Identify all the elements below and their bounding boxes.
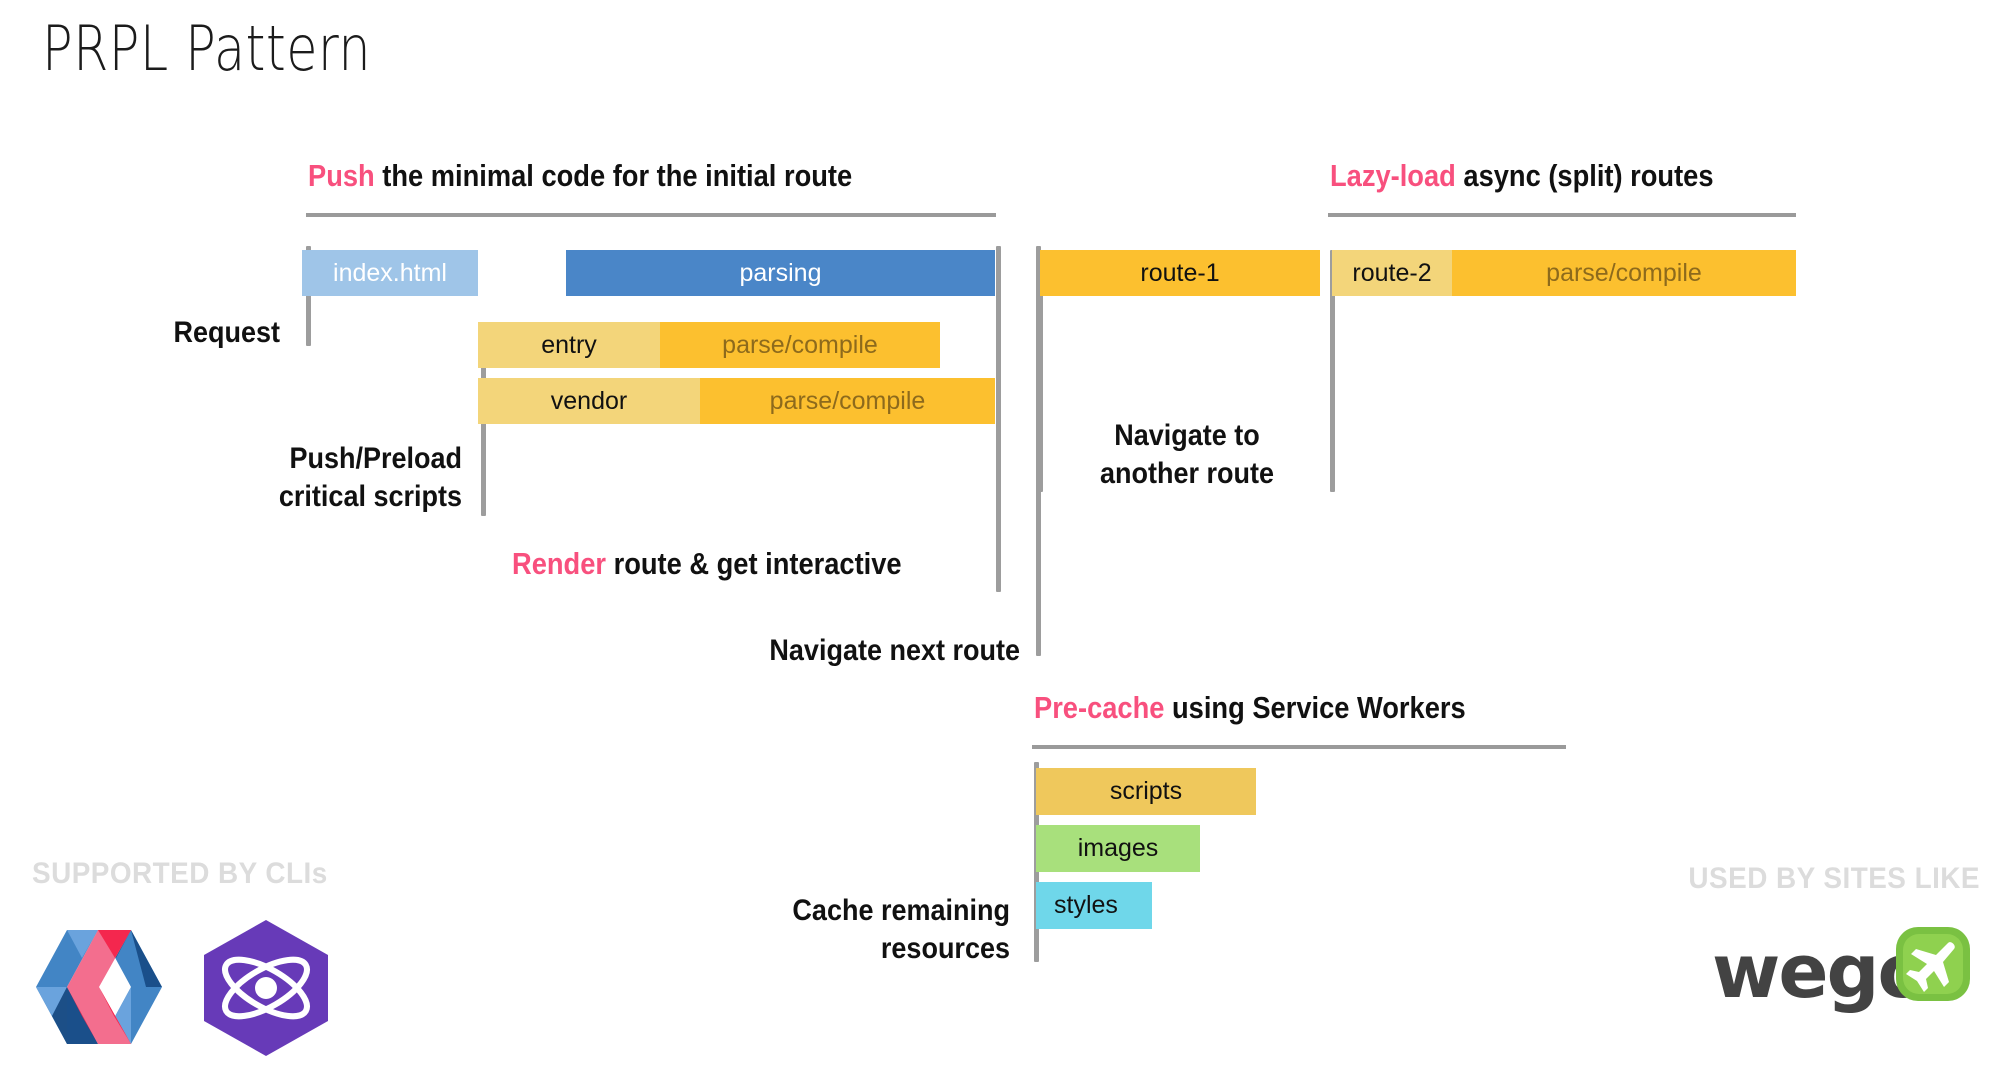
section-rest-render: route & get interactive: [605, 546, 902, 581]
caption-navigate-another-line2: another route: [1099, 457, 1275, 491]
route2-marker: [1330, 250, 1335, 492]
section-keyword-push: Push: [308, 158, 375, 193]
caption-cache-remaining-line2: resources: [880, 932, 1010, 966]
wego-wordmark: wego: [1712, 929, 1928, 1015]
preact-cli-logo: [200, 918, 332, 1058]
caption-cache-remaining-line1: Cache remaining: [792, 894, 1010, 927]
bar-segment-route-1: route-1: [1040, 250, 1320, 296]
bar-segment-styles: styles: [1036, 882, 1152, 929]
bar-route-2[interactable]: route-2 parse/compile: [1332, 250, 1796, 296]
bar-route-1[interactable]: route-1: [1040, 250, 1320, 296]
section-heading-precache: Pre-cache using Service Workers: [1034, 690, 1466, 726]
caption-navigate-another-line1: Navigate to: [1114, 419, 1260, 452]
section-rest-precache: using Service Workers: [1164, 690, 1466, 725]
bar-segment-images: images: [1036, 825, 1200, 872]
bar-entry[interactable]: entry parse/compile: [478, 322, 940, 368]
bar-segment-parsing: parsing: [566, 250, 995, 296]
bar-scripts[interactable]: scripts: [1036, 768, 1256, 815]
caption-push-preload-line1: Push/Preload: [289, 442, 462, 475]
caption-push-preload: Push/Preload critical scripts: [46, 440, 462, 517]
page-title: PRPL Pattern: [42, 12, 371, 85]
heading-rule-push: [306, 213, 996, 217]
footer-supported-by-label: SUPPORTED BY CLIs: [32, 857, 328, 890]
bar-vendor[interactable]: vendor parse/compile: [478, 378, 995, 424]
section-heading-lazy: Lazy-load async (split) routes: [1330, 158, 1714, 194]
heading-rule-lazy: [1328, 213, 1796, 217]
caption-request: Request: [173, 316, 280, 349]
wego-logo: wego: [1712, 925, 1972, 1035]
section-heading-render: Render route & get interactive: [512, 546, 902, 582]
bar-parsing[interactable]: parsing: [566, 250, 995, 296]
bar-segment-route-2-parse-compile: parse/compile: [1452, 250, 1796, 296]
render-marker: [996, 246, 1001, 592]
wego-plane-icon: [1896, 927, 1970, 1001]
section-keyword-lazy: Lazy-load: [1330, 158, 1456, 193]
section-rest-push: the minimal code for the initial route: [374, 158, 853, 193]
heading-rule-precache: [1032, 745, 1566, 749]
bar-segment-index-html: index.html: [302, 250, 478, 296]
request-marker: [306, 246, 311, 346]
section-keyword-render: Render: [512, 546, 606, 581]
footer-used-by-label: USED BY SITES LIKE: [1688, 862, 1980, 895]
route1-marker: [1038, 250, 1043, 492]
caption-navigate-next: Navigate next route: [769, 634, 1020, 667]
bar-segment-entry: entry: [478, 322, 660, 368]
bar-styles[interactable]: styles: [1036, 882, 1152, 929]
section-heading-push: Push the minimal code for the initial ro…: [308, 158, 852, 194]
caption-cache-remaining: Cache remaining resources: [533, 892, 1010, 969]
polymer-logo: [34, 928, 164, 1046]
bar-segment-vendor: vendor: [478, 378, 700, 424]
caption-push-preload-line2: critical scripts: [278, 480, 462, 514]
bar-images[interactable]: images: [1036, 825, 1200, 872]
bar-segment-entry-parse-compile: parse/compile: [660, 322, 940, 368]
bar-index-html[interactable]: index.html: [302, 250, 478, 296]
section-keyword-precache: Pre-cache: [1034, 690, 1165, 725]
section-rest-lazy: async (split) routes: [1455, 158, 1714, 193]
caption-navigate-another: Navigate to another route: [1066, 417, 1309, 494]
bar-segment-vendor-parse-compile: parse/compile: [700, 378, 995, 424]
bar-segment-route-2: route-2: [1332, 250, 1452, 296]
bar-segment-scripts: scripts: [1036, 768, 1256, 815]
